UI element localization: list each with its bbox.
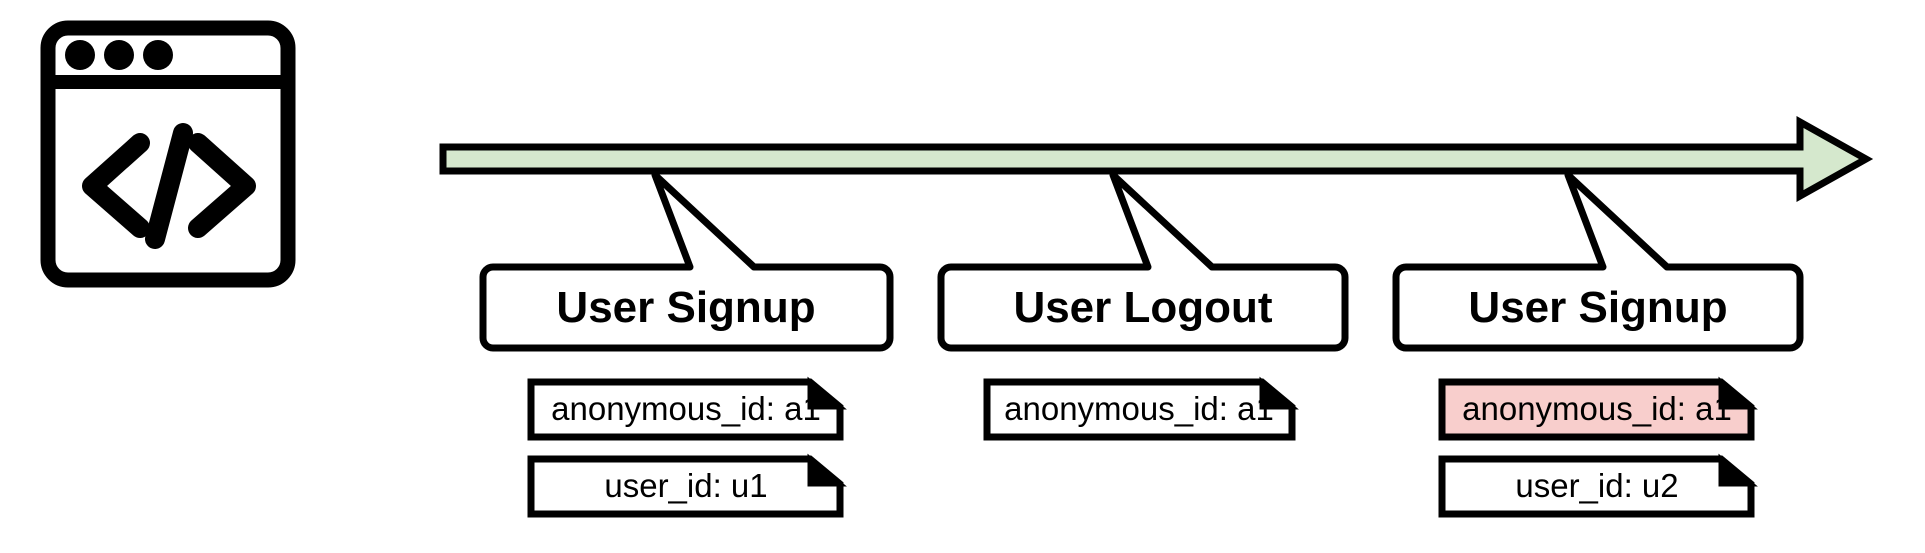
note-1-anonymous-id-fold-icon bbox=[807, 376, 847, 410]
angle-bracket-left-icon bbox=[82, 133, 150, 238]
event-card-2-bubble bbox=[937, 171, 1349, 352]
note-3-user-id-label: user_id: u2 bbox=[1515, 467, 1678, 504]
note-2-anonymous-id-label: anonymous_id: a1 bbox=[1004, 390, 1274, 427]
window-dot-1-icon bbox=[65, 40, 95, 70]
note-3-user-id-shape bbox=[1438, 455, 1755, 518]
event-card-1-bubble bbox=[479, 171, 894, 352]
window-dot-3-icon bbox=[143, 40, 173, 70]
note-1-anonymous-id-label: anonymous_id: a1 bbox=[551, 390, 821, 427]
event-card-2-label: User Logout bbox=[1013, 283, 1272, 332]
event-card-3-label: User Signup bbox=[1468, 283, 1727, 332]
note-1-user-id-label: user_id: u1 bbox=[604, 467, 767, 504]
note-3-anonymous-id-shape bbox=[1438, 378, 1755, 441]
event-card-1-label: User Signup bbox=[556, 283, 815, 332]
note-3-anonymous-id-label: anonymous_id: a1 bbox=[1462, 390, 1732, 427]
note-2-anonymous-id-shape bbox=[983, 378, 1296, 441]
angle-bracket-right-icon bbox=[188, 133, 256, 238]
timeline-arrow[interactable] bbox=[439, 116, 1874, 202]
note-1-user-id[interactable]: user_id: u1 bbox=[527, 453, 847, 518]
event-card-3-bubble bbox=[1392, 171, 1804, 352]
code-window-icon bbox=[40, 20, 296, 288]
event-card-1[interactable]: User Signup bbox=[479, 171, 894, 352]
event-card-3[interactable]: User Signup bbox=[1392, 171, 1804, 352]
note-3-user-id[interactable]: user_id: u2 bbox=[1438, 453, 1758, 518]
note-2-anonymous-id[interactable]: anonymous_id: a1 bbox=[983, 376, 1299, 441]
slash-icon bbox=[145, 123, 193, 249]
note-1-user-id-shape bbox=[527, 455, 844, 518]
note-1-user-id-fold-icon bbox=[807, 453, 847, 487]
note-3-anonymous-id[interactable]: anonymous_id: a1 bbox=[1438, 376, 1758, 441]
note-1-anonymous-id-shape bbox=[527, 378, 844, 441]
event-card-2[interactable]: User Logout bbox=[937, 171, 1349, 352]
timeline-arrow-shape bbox=[439, 116, 1874, 202]
note-3-user-id-fold-icon bbox=[1718, 453, 1758, 487]
note-3-anonymous-id-fold-icon bbox=[1718, 376, 1758, 410]
note-2-anonymous-id-fold-icon bbox=[1259, 376, 1299, 410]
window-dot-2-icon bbox=[104, 40, 134, 70]
note-1-anonymous-id[interactable]: anonymous_id: a1 bbox=[527, 376, 847, 441]
